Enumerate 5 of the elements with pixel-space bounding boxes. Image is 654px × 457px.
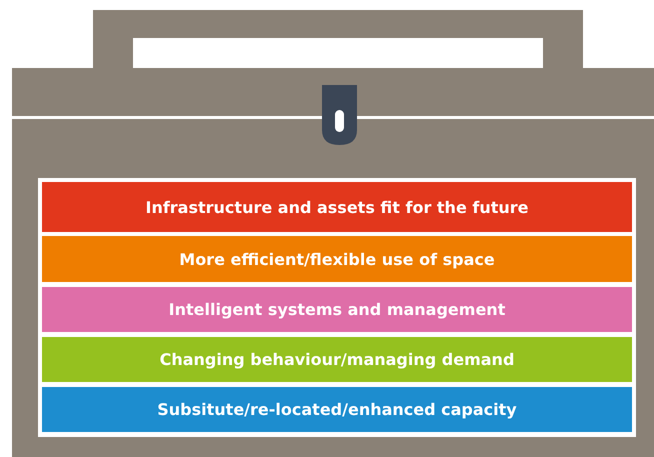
category-bar: Infrastructure and assets fit for the future — [42, 182, 632, 232]
category-bar: Changing behaviour/managing demand — [42, 337, 632, 382]
category-bar: Intelligent systems and management — [42, 287, 632, 332]
category-bar: More efficient/flexible use of space — [42, 236, 632, 282]
category-bar: Subsitute/re-located/enhanced capacity — [42, 387, 632, 432]
